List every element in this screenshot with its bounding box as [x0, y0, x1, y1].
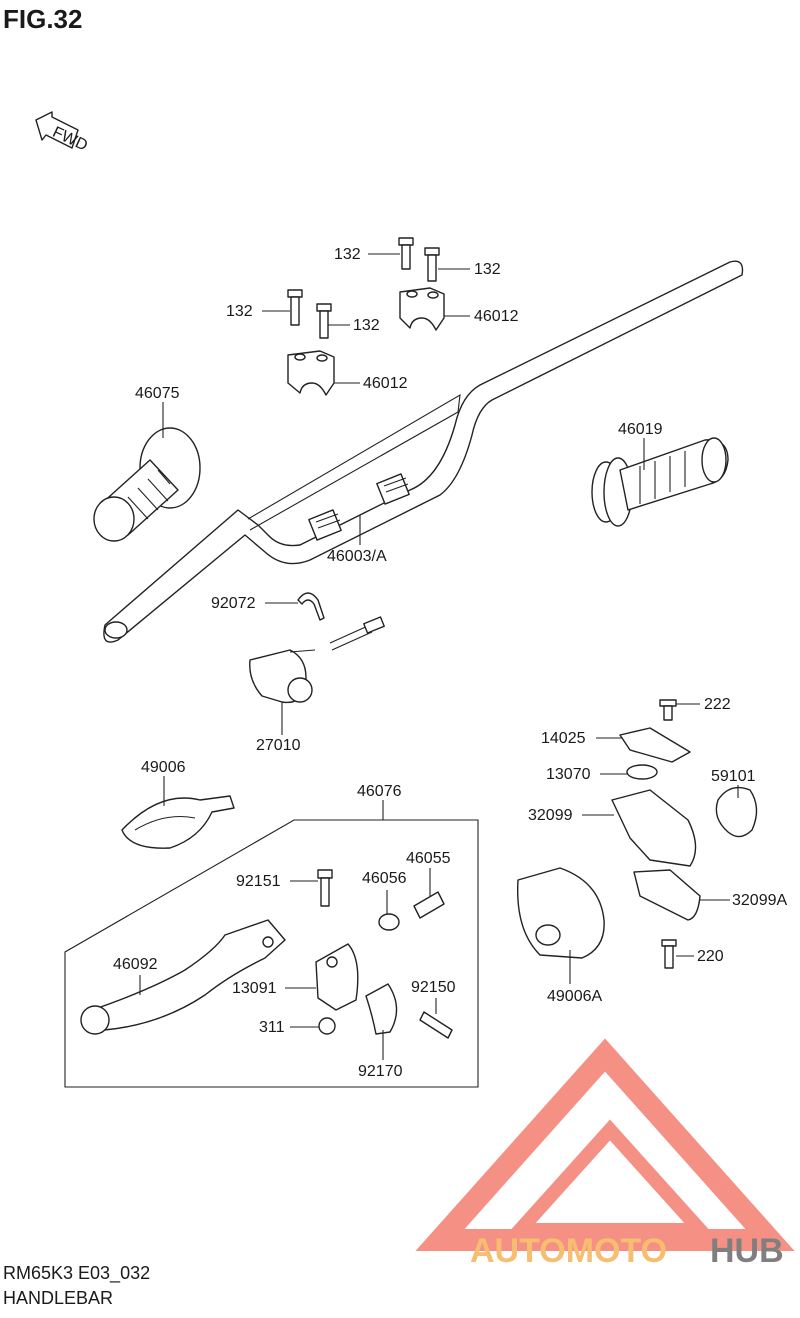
- throttle-case-icon: [611, 789, 697, 867]
- handlebar-holder-lower-icon: [287, 350, 335, 396]
- label-132-c: 132: [226, 303, 253, 320]
- label-46003a: 46003/A: [327, 548, 387, 565]
- throttle-cover-icon: [516, 867, 605, 959]
- label-222: 222: [704, 696, 731, 713]
- wire-connector-icon: [329, 616, 385, 651]
- section-name: HANDLEBAR: [3, 1288, 114, 1308]
- adjuster-46055-icon: [413, 891, 445, 919]
- label-46092: 46092: [113, 956, 158, 973]
- label-46012-upper: 46012: [474, 308, 519, 325]
- model-code: RM65K3 E03_032: [3, 1263, 151, 1283]
- lever-assembly-outline: [64, 819, 479, 1088]
- label-49006: 49006: [141, 759, 186, 776]
- nut-311-icon: [318, 1017, 336, 1035]
- figure-title: FIG.32: [3, 4, 83, 34]
- clamp-92170-icon: [365, 983, 398, 1035]
- label-92170: 92170: [358, 1063, 403, 1080]
- label-13070: 13070: [546, 766, 591, 783]
- bolt-132-a-icon: [398, 237, 414, 270]
- label-92150: 92150: [411, 979, 456, 996]
- handlebar-holder-upper-icon: [399, 287, 445, 331]
- label-13091: 13091: [232, 980, 277, 997]
- watermark-brand-part1: AUTOMOTO: [470, 1232, 667, 1270]
- label-92151: 92151: [236, 873, 281, 890]
- screw-220-icon: [661, 939, 677, 969]
- engine-stop-switch-icon: [249, 649, 316, 704]
- label-46055: 46055: [406, 850, 451, 867]
- label-132-d: 132: [353, 317, 380, 334]
- throttle-plate-icon: [619, 727, 691, 763]
- screw-222-icon: [659, 699, 677, 721]
- label-46019: 46019: [618, 421, 663, 438]
- label-59101: 59101: [711, 768, 756, 785]
- label-132-a: 132: [334, 246, 361, 263]
- bolt-132-c-icon: [287, 289, 303, 326]
- clutch-lever-icon: [80, 919, 286, 1035]
- label-92072: 92072: [211, 595, 256, 612]
- lever-holder-icon: [315, 943, 359, 1011]
- bolt-92150-icon: [419, 1011, 453, 1039]
- nut-46056-icon: [378, 913, 400, 931]
- label-132-b: 132: [474, 261, 501, 278]
- label-220: 220: [697, 948, 724, 965]
- label-46075: 46075: [135, 385, 180, 402]
- watermark-brand-part2: HUB: [710, 1232, 784, 1270]
- label-32099: 32099: [528, 807, 573, 824]
- fwd-arrow-icon: FWD: [35, 111, 90, 155]
- boot-59101-icon: [715, 786, 758, 838]
- bolt-92151-icon: [317, 869, 333, 907]
- bolt-132-d-icon: [316, 303, 332, 339]
- label-46012-lower: 46012: [363, 375, 408, 392]
- band-13070-icon: [626, 764, 658, 780]
- wire-clamp-icon: [297, 592, 325, 621]
- label-311: 311: [259, 1019, 285, 1036]
- leader-lines: [139, 253, 739, 1060]
- label-32099a: 32099A: [732, 892, 787, 909]
- label-49006a: 49006A: [547, 988, 602, 1005]
- hand-guard-cover-icon: [121, 795, 235, 849]
- label-27010: 27010: [256, 737, 301, 754]
- grip-left-icon: [93, 427, 201, 542]
- label-46076: 46076: [357, 783, 402, 800]
- label-14025: 14025: [541, 730, 586, 747]
- throttle-case-a-icon: [633, 869, 701, 921]
- handlebar-icon: [103, 260, 744, 643]
- label-46056: 46056: [362, 870, 407, 887]
- watermark-logo-icon: AUTOMOTO HUB: [415, 1038, 795, 1270]
- bolt-132-b-icon: [424, 247, 440, 282]
- grip-right-icon: [591, 437, 729, 527]
